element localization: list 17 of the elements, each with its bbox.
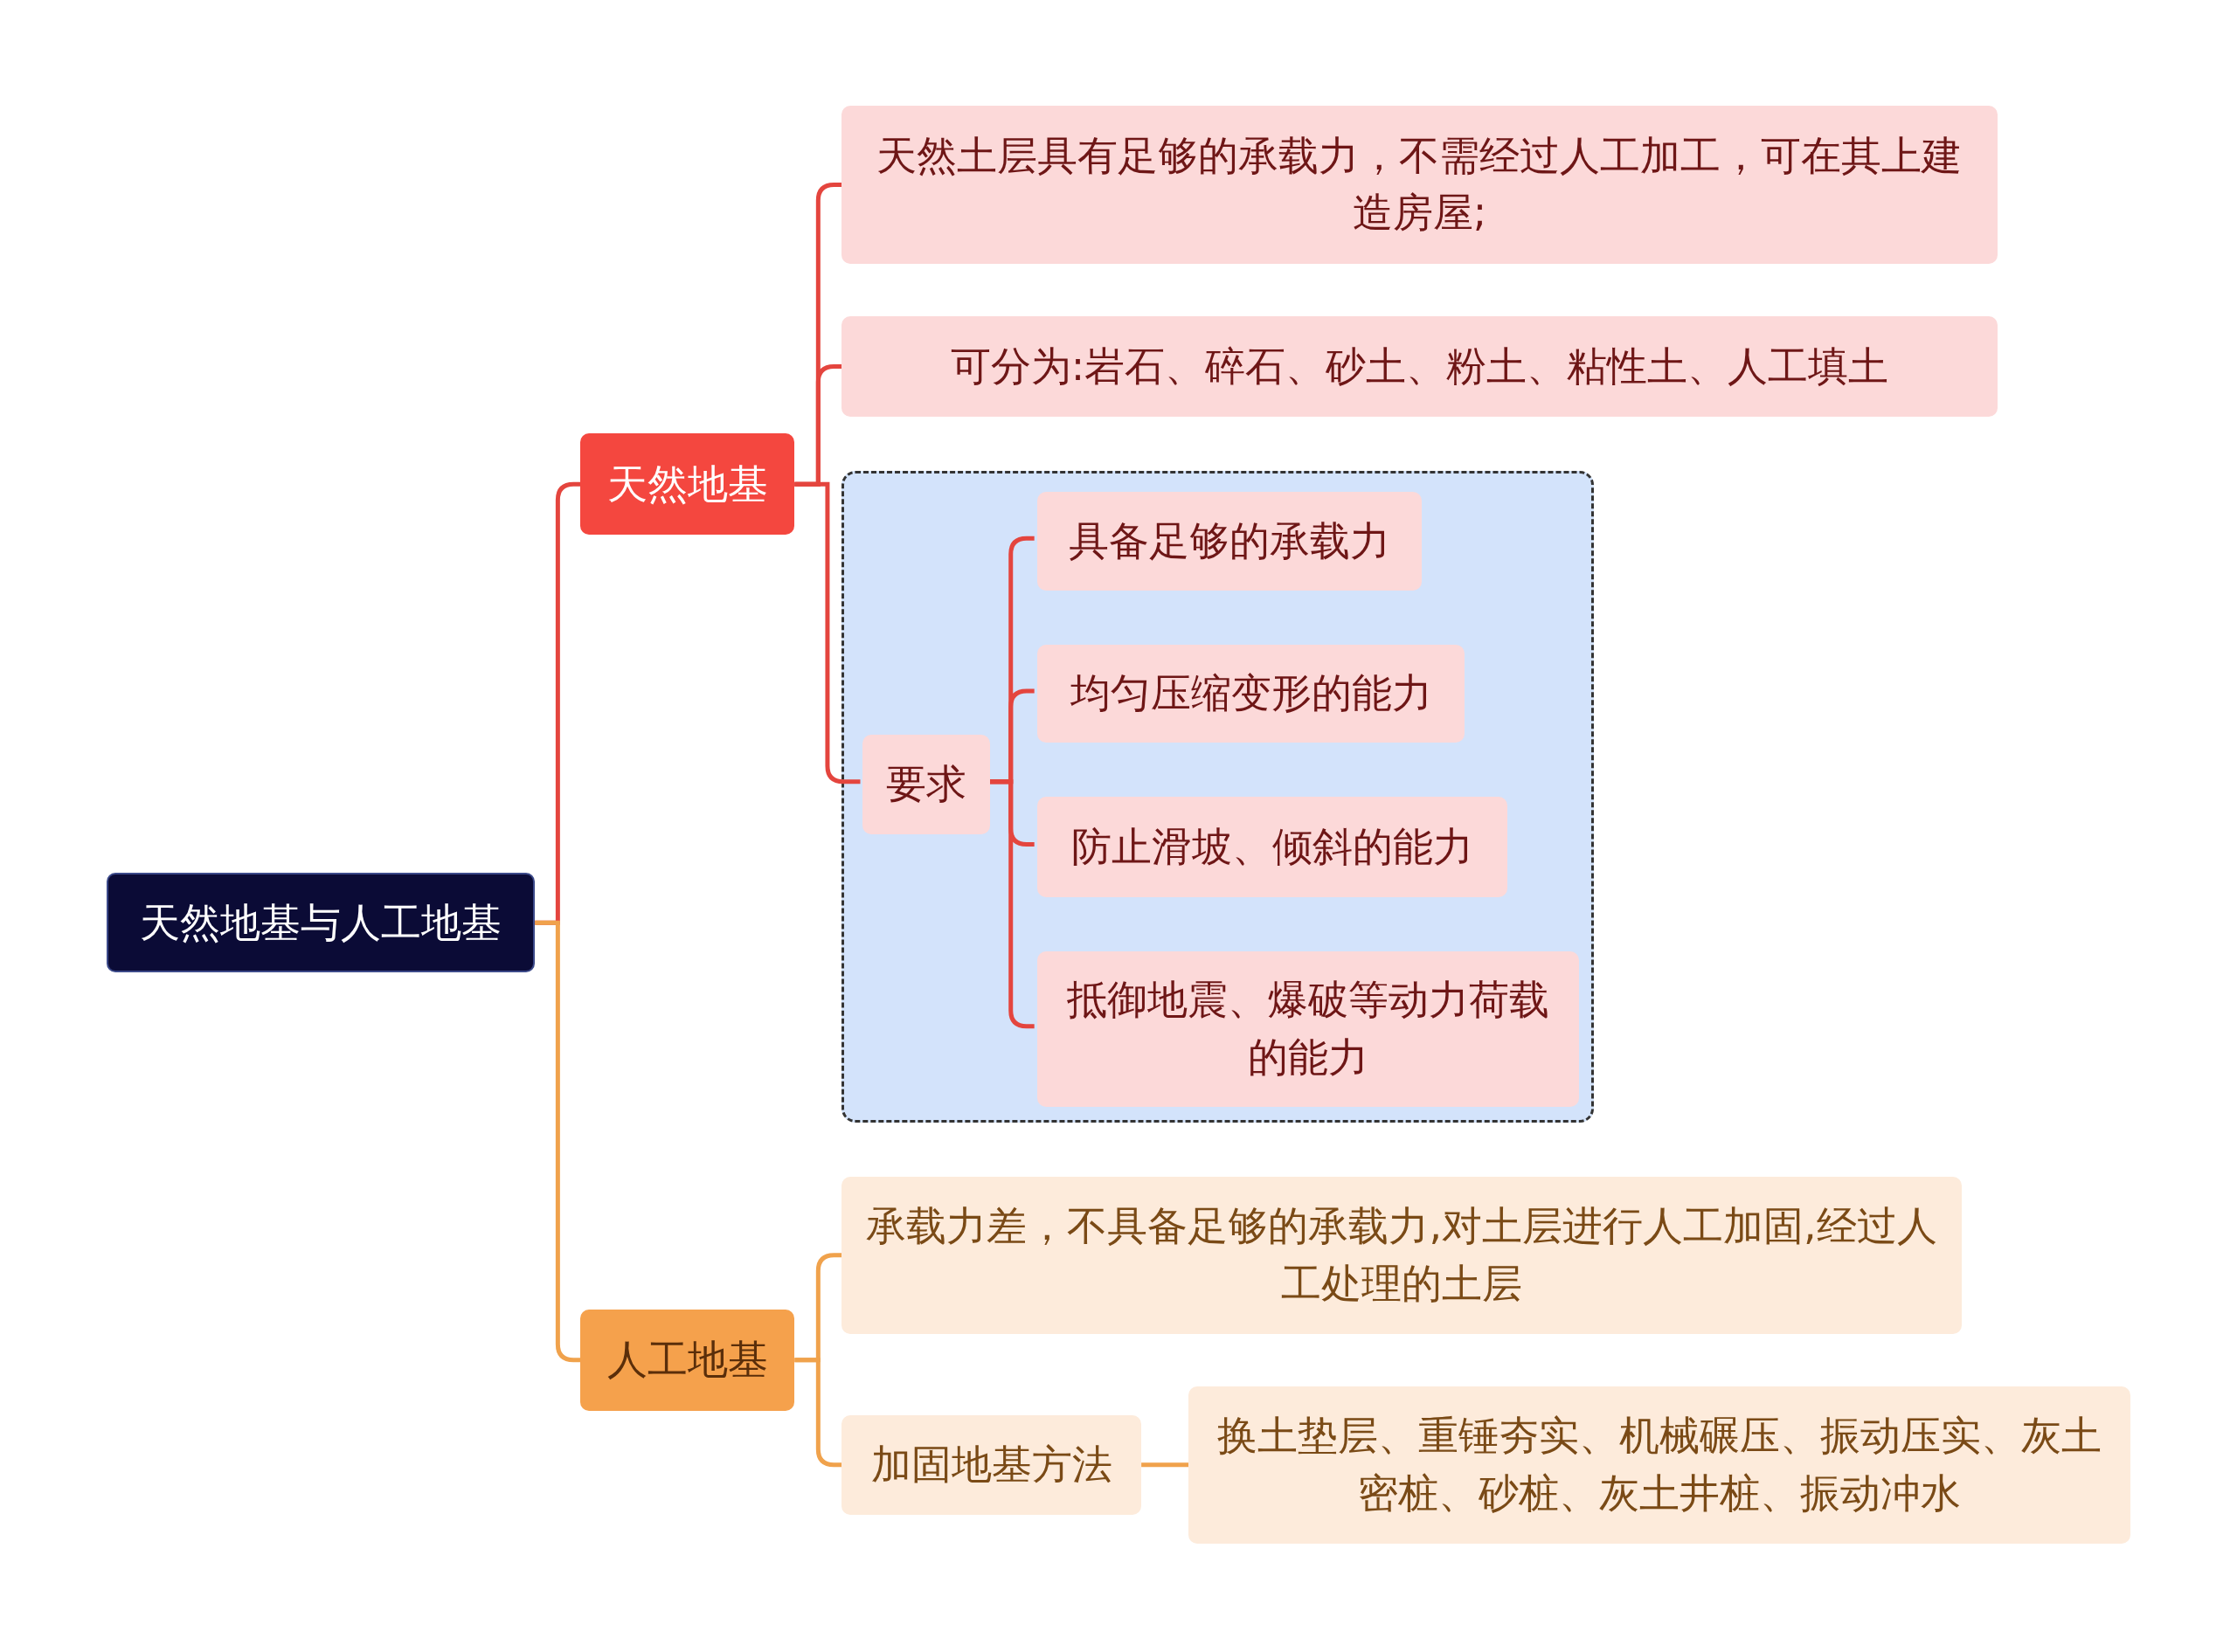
subtopic-box: 抵御地震、爆破等动力荷载的能力 (1036, 950, 1580, 1107)
subtopic-box: 均匀压缩变形的能力 (1036, 644, 1465, 743)
connector-line (794, 1358, 842, 1468)
dashed-group-box (841, 470, 1594, 1123)
subtopic-box: 加固地基方法 (841, 1414, 1142, 1515)
connector-line (1141, 1462, 1188, 1468)
subtopic-box: 可分为:岩石、碎石、砂土、粉土、粘性土、人工填土 (841, 316, 1998, 417)
subtopic-box: 天然土层具有足够的承载力，不需经过人工加工，可在其上建造房屋; (841, 105, 1998, 265)
subtopic-box: 要求 (862, 734, 990, 834)
subtopic-box: 换土垫层、重锤夯实、机械碾压、振动压实、灰土密桩、砂桩、灰土井桩、振动冲水 (1188, 1386, 2130, 1544)
subtopic-box: 承载力差，不具备足够的承载力,对土层进行人工加固,经过人工处理的土层 (841, 1176, 1962, 1334)
subtopic-box: 防止滑坡、倾斜的能力 (1036, 797, 1508, 897)
topic-box: 人工地基 (580, 1309, 795, 1411)
connector-line (535, 920, 581, 1363)
central-topic-box: 天然地基与人工地基 (107, 873, 536, 973)
subtopic-box: 具备足够的承载力 (1036, 492, 1423, 591)
topic-box: 天然地基 (580, 433, 795, 536)
